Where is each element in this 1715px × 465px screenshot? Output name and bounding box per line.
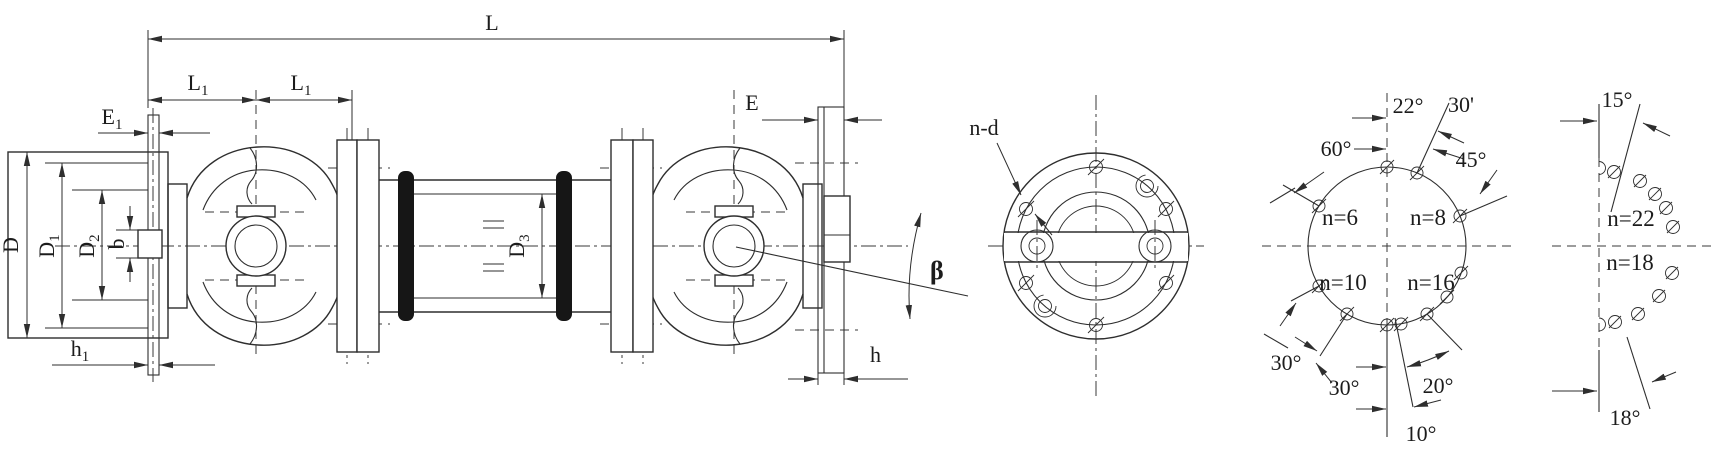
alt-angle-view: 15° n=22 n=18 18° bbox=[1552, 87, 1713, 430]
bolt-holes bbox=[1017, 158, 1175, 334]
dimensions: L L1 L1 E1 h1 D D1 D2 b bbox=[0, 10, 908, 385]
beta-label: β bbox=[930, 256, 944, 285]
beta-angle: β bbox=[735, 212, 969, 320]
o-ring-right bbox=[556, 171, 572, 321]
n-d-label: n-d bbox=[969, 115, 998, 140]
dim-L1-right: L1 bbox=[291, 70, 312, 99]
quadrant-n16-label: n=16 bbox=[1407, 270, 1454, 295]
cross-bar-mask bbox=[1004, 233, 1188, 261]
key-block bbox=[137, 229, 163, 259]
bar-bolt-left bbox=[1020, 220, 1054, 272]
angle-30a-label: 30° bbox=[1271, 350, 1302, 375]
dim-b: b bbox=[104, 239, 129, 250]
pattern-holes bbox=[1311, 159, 1469, 333]
spline-block bbox=[823, 195, 851, 263]
dim-D3: D3 bbox=[504, 234, 533, 257]
dim-D1: D1 bbox=[34, 234, 63, 257]
angle-30min-label: 30' bbox=[1448, 92, 1474, 117]
right-flange-plate bbox=[795, 106, 858, 374]
left-flange-hub bbox=[7, 108, 169, 382]
bar-bolt-right bbox=[1138, 220, 1172, 272]
yoke-neck bbox=[167, 183, 188, 309]
bearing-inner bbox=[234, 224, 278, 268]
n18-label: n=18 bbox=[1606, 250, 1653, 275]
side-view: β L L1 L1 E1 h1 D D bbox=[0, 10, 969, 385]
angle-15-label: 15° bbox=[1602, 87, 1633, 112]
dim-E1: E1 bbox=[102, 104, 123, 133]
angle-10-label: 10° bbox=[1406, 421, 1437, 446]
o-ring-left bbox=[398, 171, 414, 321]
bolt-angle-view: 22° 30' 45° 60° n=6 n=8 n=10 n=16 30° 30… bbox=[1262, 92, 1512, 446]
dim-h: h bbox=[870, 342, 881, 367]
shaft-tube bbox=[379, 171, 611, 321]
dim-h1: h1 bbox=[71, 336, 90, 365]
quadrant-n6-label: n=6 bbox=[1322, 205, 1358, 230]
dim-L1-left: L1 bbox=[188, 70, 209, 99]
break-marks bbox=[483, 220, 504, 272]
yoke-left bbox=[167, 90, 344, 358]
n-d-callout: n-d bbox=[969, 115, 1053, 236]
dim-L: L bbox=[485, 10, 498, 35]
angle-60-label: 60° bbox=[1321, 136, 1352, 161]
dim-D2: D2 bbox=[74, 234, 103, 257]
flange-pair-right bbox=[600, 128, 662, 364]
quadrant-n8-label: n=8 bbox=[1410, 205, 1446, 230]
angle-dim-lines bbox=[1263, 102, 1508, 413]
angle-20-label: 20° bbox=[1423, 373, 1454, 398]
dim-D: D bbox=[0, 237, 23, 253]
angle-30b-label: 30° bbox=[1329, 375, 1360, 400]
angle-45-label: 45° bbox=[1456, 147, 1487, 172]
n22-label: n=22 bbox=[1607, 206, 1654, 231]
flange-front-view: n-d bbox=[969, 95, 1204, 400]
angle-22-label: 22° bbox=[1393, 93, 1424, 118]
n22-holes bbox=[1598, 161, 1680, 234]
angle-18-label: 18° bbox=[1610, 405, 1641, 430]
yoke-right bbox=[646, 89, 823, 359]
flange-outer-circle bbox=[1002, 152, 1190, 340]
quadrant-n10-label: n=10 bbox=[1319, 270, 1366, 295]
dim-E: E bbox=[745, 90, 758, 115]
n18-holes bbox=[1598, 266, 1679, 332]
flange-pair-left bbox=[328, 128, 390, 364]
